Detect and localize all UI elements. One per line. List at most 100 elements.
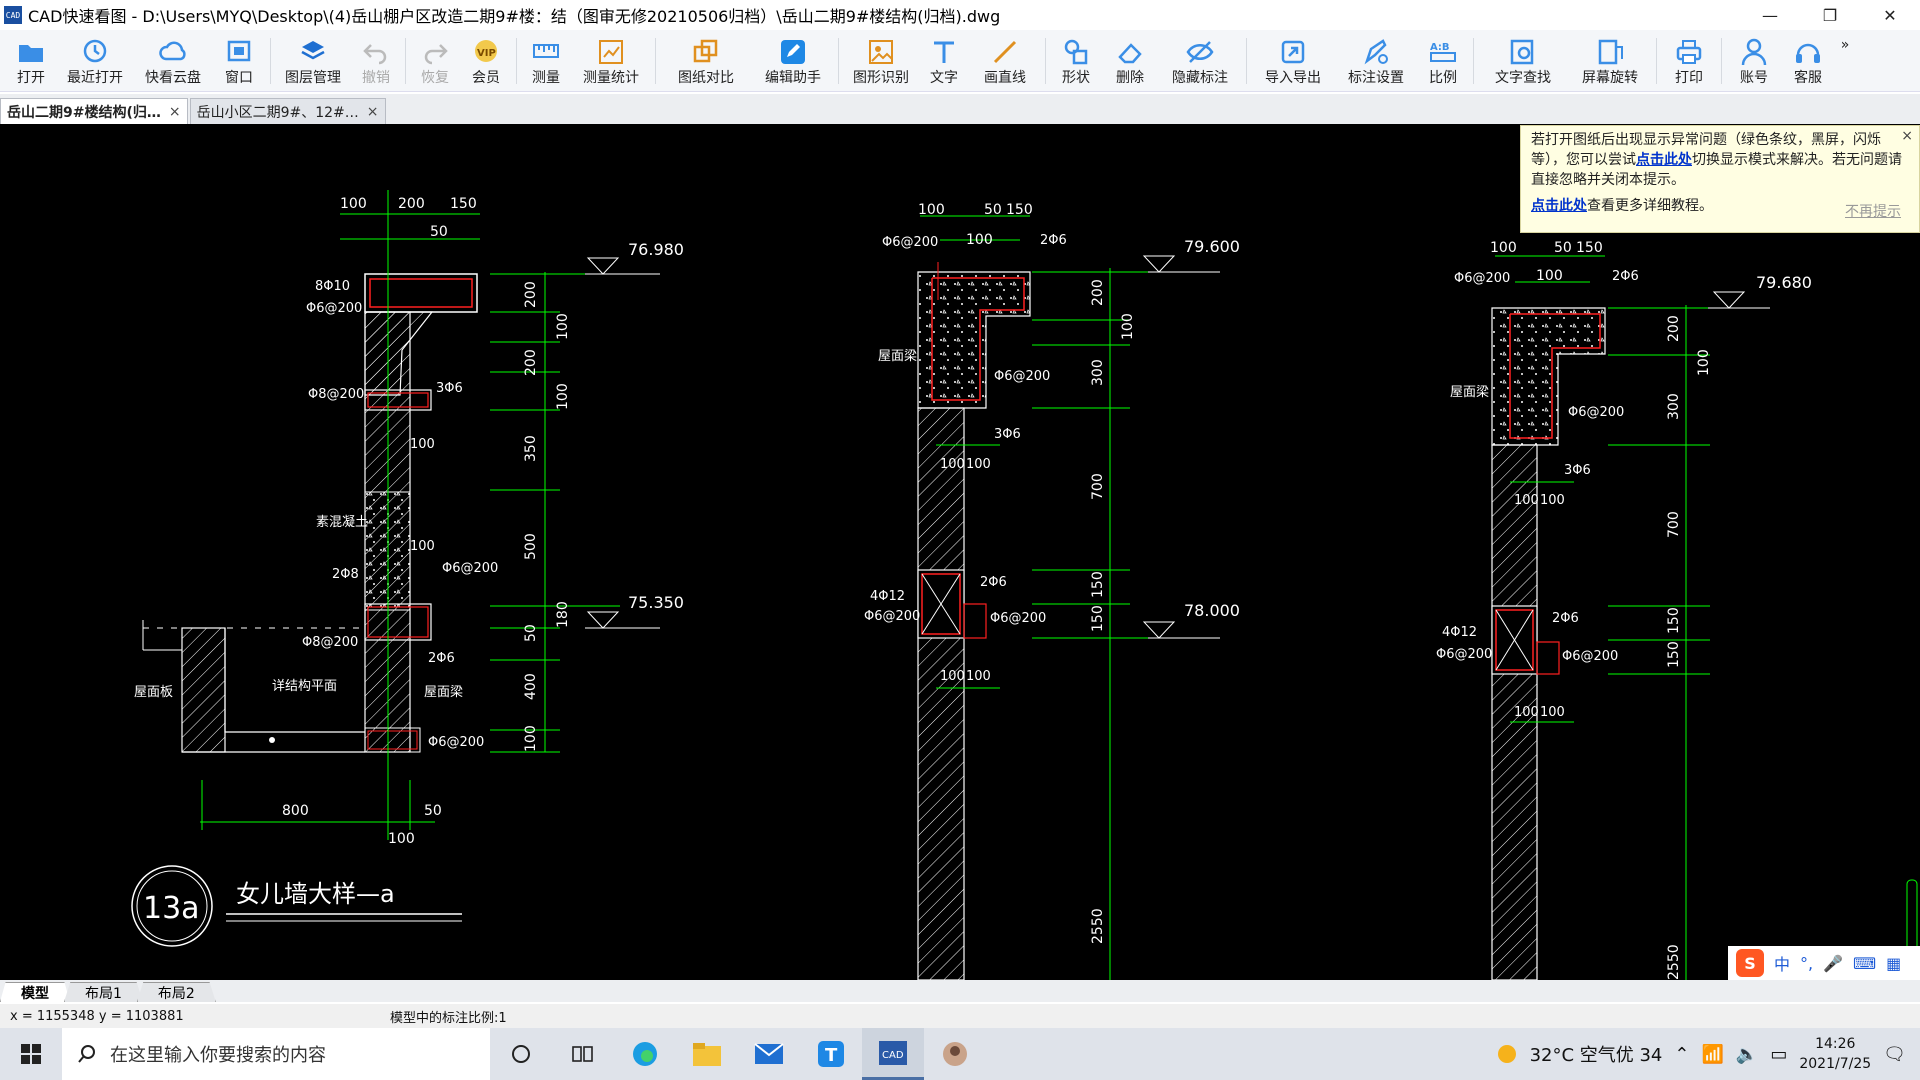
layout-tab-2[interactable]: 布局2 <box>136 982 216 1002</box>
close-button[interactable]: ✕ <box>1883 5 1897 25</box>
start-button[interactable] <box>0 1028 62 1080</box>
rebar-label: 2Φ6 <box>1040 233 1067 248</box>
rebar-label: 4Φ12 <box>870 589 905 604</box>
toolbar-label: 账号 <box>1740 70 1768 86</box>
compare-icon <box>691 37 721 65</box>
notification-icon[interactable]: 🗨 <box>1883 1043 1906 1065</box>
toolbar-button-clock-history[interactable]: 最近打开 <box>56 30 134 92</box>
cap-beam-a <box>364 273 478 313</box>
doc-tab-1[interactable]: 岳山二期9#楼结构(归…× <box>0 98 188 124</box>
toolbar-button-text-search[interactable]: 文字查找 <box>1478 30 1568 92</box>
dim-label: 150 <box>1666 641 1682 668</box>
tab-close-icon[interactable]: × <box>366 103 379 120</box>
keyboard-icon[interactable]: ⌨ <box>1853 953 1877 973</box>
dim-label: 100 <box>555 313 571 340</box>
sogou-logo-icon[interactable]: S <box>1736 949 1764 977</box>
dim-label: 100 <box>523 725 539 752</box>
toolbar-button-annotation-settings[interactable]: 标注设置 <box>1335 30 1417 92</box>
toolbar-button-headset[interactable]: 客服 <box>1782 30 1834 92</box>
ime-mode-toggle[interactable]: 中 <box>1774 955 1791 974</box>
text-search-icon <box>1508 37 1538 65</box>
svg-text:A:B: A:B <box>1430 42 1450 53</box>
dim-label: 180 <box>555 601 571 628</box>
restore-button[interactable]: ❐ <box>1822 5 1838 25</box>
task-view-icon[interactable] <box>552 1028 614 1080</box>
rebar-label: Φ6@200 <box>1436 647 1492 662</box>
drawing-canvas[interactable]: 76.980 75.350 100 200 150 50 200 100 200… <box>0 124 1920 980</box>
toolbar-button-eraser[interactable]: 删除 <box>1102 30 1158 92</box>
canvas-scroll-indicator[interactable] <box>1906 879 1918 953</box>
toolbar-button-rotate-screen[interactable]: 屏幕旋转 <box>1568 30 1652 92</box>
toolbar-button-window[interactable]: 窗口 <box>212 30 266 92</box>
toolbar-button-printer[interactable]: 打印 <box>1661 30 1717 92</box>
toolbar-button-user[interactable]: 账号 <box>1726 30 1782 92</box>
volume-icon[interactable]: 🔈 <box>1735 1043 1759 1065</box>
toolbar-button-shapes[interactable]: 形状 <box>1050 30 1102 92</box>
layout-tab-1[interactable]: 布局1 <box>64 982 143 1002</box>
minimize-button[interactable]: — <box>1762 5 1778 25</box>
cad-app-icon: CAD <box>4 6 22 24</box>
toolbar-label: 恢复 <box>421 70 449 86</box>
layout-tab-model[interactable]: 模型 <box>0 982 70 1002</box>
toolbar-button-hide-annotation[interactable]: 隐藏标注 <box>1158 30 1242 92</box>
toolbar-button-ruler[interactable]: 测量 <box>521 30 571 92</box>
rebar-label: Φ6@200 <box>442 561 498 576</box>
doc-tab-2[interactable]: 岳山小区二期9#、12#… × <box>189 98 386 124</box>
edge-browser-icon[interactable] <box>614 1028 676 1080</box>
toolbar-button-redo: 恢复 <box>410 30 460 92</box>
user-app-icon[interactable] <box>924 1028 986 1080</box>
toolbar-button-edit-assistant[interactable]: 编辑助手 <box>752 30 834 92</box>
dont-show-again-link[interactable]: 不再提示 <box>1845 204 1901 220</box>
dim-label: 100 <box>1514 705 1539 720</box>
toolbar-more-button[interactable]: » <box>1840 37 1850 53</box>
microphone-icon[interactable]: 🎤 <box>1823 953 1844 973</box>
notice-close-icon[interactable]: × <box>1901 128 1913 144</box>
dim-label: 50 <box>424 803 442 819</box>
dim-label: 50 <box>984 202 1002 218</box>
detail-number: 13a <box>143 891 200 926</box>
toolbar-button-folder-open[interactable]: 打开 <box>6 30 56 92</box>
toolbar-button-undo: 撤销 <box>351 30 401 92</box>
dim-label: 50 <box>430 224 448 240</box>
chevron-up-icon[interactable]: ⌃ <box>1674 1043 1690 1065</box>
tab-close-icon[interactable]: × <box>168 103 181 120</box>
taskbar-search-box[interactable]: 在这里输入你要搜索的内容 <box>62 1028 490 1080</box>
menu-grid-icon[interactable]: ▦ <box>1886 953 1902 973</box>
toolbar-button-import-export[interactable]: 导入导出 <box>1251 30 1335 92</box>
tencent-docs-icon[interactable]: T <box>800 1028 862 1080</box>
toolbar-button-line[interactable]: 画直线 <box>969 30 1041 92</box>
rebar-label: Φ8@200 <box>308 387 364 402</box>
dim-label: 150 <box>450 196 477 212</box>
user-icon <box>1739 37 1769 65</box>
ruler-icon <box>531 37 561 65</box>
toolbar-button-cloud[interactable]: 快看云盘 <box>134 30 212 92</box>
network-icon[interactable]: 📶 <box>1701 1043 1724 1065</box>
mail-icon[interactable] <box>738 1028 800 1080</box>
punctuation-icon[interactable]: °, <box>1800 953 1814 973</box>
toolbar-label: 隐藏标注 <box>1172 70 1228 86</box>
edit-assistant-icon <box>778 37 808 65</box>
cad-viewer-taskbar-icon[interactable]: CAD <box>862 1028 924 1080</box>
switch-display-mode-link[interactable]: 点击此处 <box>1636 152 1692 168</box>
dim-label: 150 <box>1090 605 1106 632</box>
rebar-label: 100 <box>410 437 435 452</box>
toolbar-button-compare[interactable]: 图纸对比 <box>660 30 752 92</box>
dim-label: 100 <box>1540 705 1565 720</box>
rebar-label: Φ6@200 <box>1568 405 1624 420</box>
tutorial-link[interactable]: 点击此处 <box>1531 198 1587 214</box>
clock[interactable]: 14:26 2021/7/25 <box>1799 1034 1871 1074</box>
text-icon <box>929 37 959 65</box>
doc-tab-label: 岳山小区二期9#、12#… <box>196 104 359 121</box>
toolbar-button-layers[interactable]: 图层管理 <box>275 30 351 92</box>
rebar-label: Φ6@200 <box>882 235 938 250</box>
weather-text[interactable]: 32°C 空气优 34 <box>1529 1045 1663 1066</box>
cortana-icon[interactable] <box>490 1028 552 1080</box>
toolbar-button-measure-stats[interactable]: 测量统计 <box>571 30 651 92</box>
toolbar-button-shape-recognize[interactable]: 图形识别 <box>843 30 919 92</box>
dim-label: 100 <box>1696 349 1712 376</box>
battery-icon[interactable]: ▭ <box>1770 1043 1788 1065</box>
file-explorer-icon[interactable] <box>676 1028 738 1080</box>
toolbar-button-text[interactable]: 文字 <box>919 30 969 92</box>
